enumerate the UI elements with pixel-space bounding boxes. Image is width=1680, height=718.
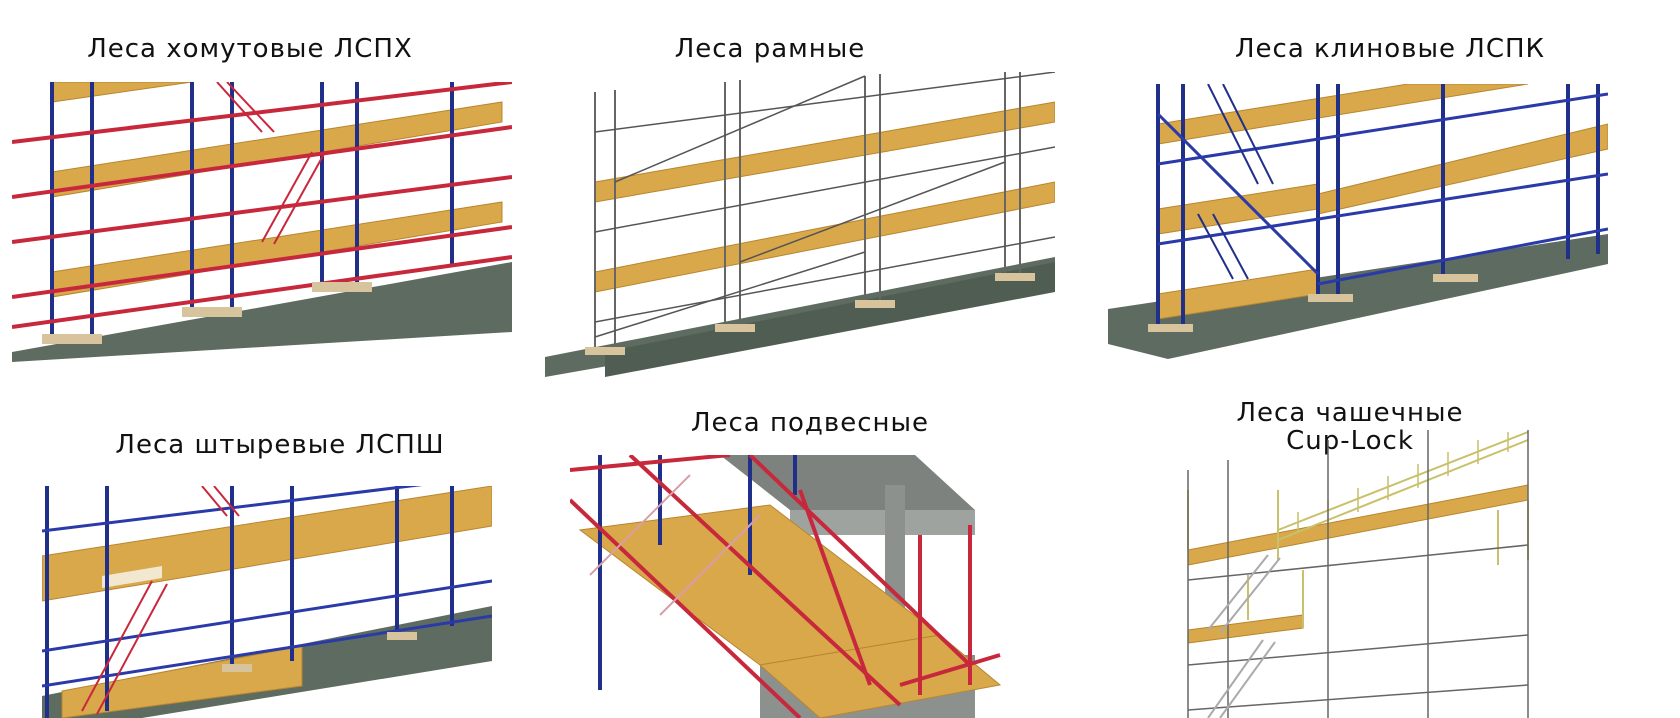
panel-title-wedge: Леса клиновые ЛСПК — [1235, 34, 1545, 64]
panel-title-cuplock-line2: Cup-Lock — [1286, 426, 1414, 456]
scaffold-suspended-illustration — [570, 455, 1002, 718]
scaffold-cuplock-illustration — [1187, 430, 1529, 718]
panel-title-clamp: Леса хомутовые ЛСПХ — [87, 34, 413, 64]
panel-title-cuplock-line1: Леса чашечные — [1236, 398, 1464, 428]
scaffold-clamp-illustration — [12, 82, 512, 362]
scaffold-wedge-illustration — [1108, 84, 1608, 359]
panel-title-frame: Леса рамные — [674, 34, 866, 64]
scaffold-pin-illustration — [42, 486, 492, 718]
panel-title-suspended: Леса подвесные — [690, 408, 930, 438]
scaffold-frame-illustration — [545, 72, 1055, 377]
panel-title-pin: Леса штыревые ЛСПШ — [115, 430, 445, 460]
